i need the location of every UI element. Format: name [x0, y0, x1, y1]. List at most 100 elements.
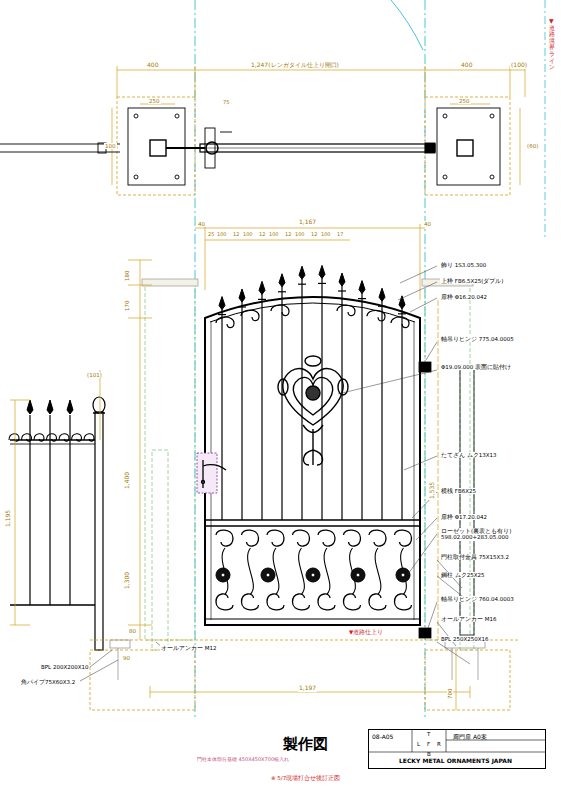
- dimension: 12: [284, 232, 292, 238]
- title-block-text: T: [427, 731, 430, 737]
- part-callout: オールアンカー M16: [440, 616, 498, 622]
- vertical-bar: [361, 293, 362, 520]
- title-block-text: F: [427, 741, 430, 747]
- title-block-text: R: [437, 741, 441, 747]
- dimension: 75: [222, 100, 230, 106]
- dimension: 100: [294, 232, 306, 238]
- vertical-bar: [301, 278, 302, 520]
- fence-bar: [29, 415, 30, 605]
- spear-collar: [398, 313, 406, 314]
- dimension: 40: [423, 221, 432, 227]
- dimension: 25: [207, 232, 215, 238]
- spear-finial: [259, 281, 265, 294]
- title-block: 08-A05TLFRB廊門扉 A0案LECKY METAL ORNAMENTS …: [368, 729, 546, 769]
- note-label: ▼道路境界ライン: [548, 18, 556, 71]
- panel-scroll: [248, 548, 254, 594]
- fence-spear: [67, 400, 73, 414]
- dimension: 1,167: [298, 219, 317, 226]
- vertical-bar: [321, 277, 322, 520]
- panel-scroll: [324, 548, 330, 594]
- note-label: 門柱本体部分基礎 450X450X700根入れ: [196, 757, 290, 763]
- panel-scroll: [375, 548, 381, 594]
- dimension: 170: [124, 300, 130, 313]
- dimension: (101): [86, 372, 103, 378]
- part-callout: ローゼット(裏表とも有り) 598.02.000+283.05.000: [440, 528, 554, 541]
- dimension: 17: [336, 232, 344, 238]
- panel-scroll: [293, 530, 310, 546]
- arch-scroll: [271, 305, 289, 316]
- panel-scroll: [267, 530, 284, 546]
- vertical-bar: [221, 309, 222, 520]
- rosette-center: [221, 573, 225, 577]
- panel-scroll: [344, 594, 361, 610]
- vertical-bar: [401, 308, 402, 520]
- panel-scroll: [216, 594, 233, 610]
- dimension: 400: [460, 62, 473, 69]
- panel-scroll: [369, 594, 386, 610]
- part-callout: 扉枠 Φ17.20.042: [440, 514, 488, 520]
- dimension: 100: [320, 232, 332, 238]
- spear-collar: [278, 291, 286, 292]
- drawing-title: 製作図: [282, 736, 329, 753]
- rosette-center: [356, 573, 360, 577]
- spear-collar: [358, 298, 366, 299]
- arch-scroll: [241, 310, 259, 321]
- spear-finial: [299, 266, 305, 279]
- rosette: [351, 568, 365, 582]
- spear-collar: [378, 306, 386, 307]
- dimension: 100: [104, 143, 117, 149]
- dimension: 80: [128, 628, 137, 634]
- dimension: 1,535: [429, 481, 436, 500]
- panel-scroll: [267, 594, 284, 610]
- vertical-bar: [381, 300, 382, 520]
- vertical-bar: [341, 285, 342, 520]
- part-callout: 門柱取付金具 75X15X3.2: [440, 554, 510, 560]
- fence-bar: [49, 415, 50, 605]
- fence-bar: [69, 415, 70, 605]
- spear-collar: [298, 284, 306, 285]
- spear-finial: [279, 274, 285, 287]
- spear-finial: [339, 273, 345, 286]
- part-callout: 上枠 FB6.5X25(ダブル): [440, 278, 505, 284]
- dimension: 40: [197, 221, 206, 227]
- panel-scroll: [242, 594, 259, 610]
- vertical-bar: [281, 286, 282, 520]
- part-callout: BPL 250X250X16: [440, 636, 489, 642]
- dimension: 100: [268, 232, 280, 238]
- title-block-text: 08-A05: [372, 734, 393, 741]
- dimension: 1,300: [124, 571, 131, 590]
- panel-scroll: [395, 594, 412, 610]
- spear-collar: [238, 306, 246, 307]
- spear-collar: [258, 299, 266, 300]
- arch-scroll: [216, 317, 234, 328]
- dimension: 100: [216, 232, 228, 238]
- panel-scroll: [216, 530, 233, 546]
- panel-scroll: [344, 530, 361, 546]
- spear-finial: [379, 288, 385, 301]
- panel-scroll: [242, 530, 259, 546]
- dimension: 400: [146, 62, 159, 69]
- spear-finial: [319, 265, 325, 278]
- part-callout: 扉枠 Φ16.20.042: [440, 294, 488, 300]
- note-label: BPL 200X200X10: [40, 664, 89, 670]
- vertical-bar: [261, 293, 262, 520]
- dimension: (100): [510, 62, 528, 69]
- dimension: 700: [447, 688, 453, 701]
- arch-scroll: [391, 317, 409, 328]
- part-callout: 飾り 1S3.05.300: [440, 262, 487, 268]
- rosette: [261, 568, 275, 582]
- panel-scroll: [293, 594, 310, 610]
- part-callout: 軸吊りヒンジ 760.04.0003: [440, 596, 515, 602]
- part-callout: 鋼柱 ムク25X25: [440, 572, 486, 578]
- arch-scroll: [367, 310, 385, 321]
- spear-finial: [239, 289, 245, 302]
- part-callout: 軸吊りヒンジ 775.04.0005: [440, 336, 515, 342]
- spear-finial: [219, 297, 225, 310]
- dimension: 1,195: [5, 509, 12, 528]
- spear-finial: [399, 296, 405, 309]
- title-block-text: B: [427, 751, 431, 757]
- panel-scroll: [299, 548, 305, 594]
- spear-collar: [318, 283, 326, 284]
- dimension: 250: [148, 98, 161, 104]
